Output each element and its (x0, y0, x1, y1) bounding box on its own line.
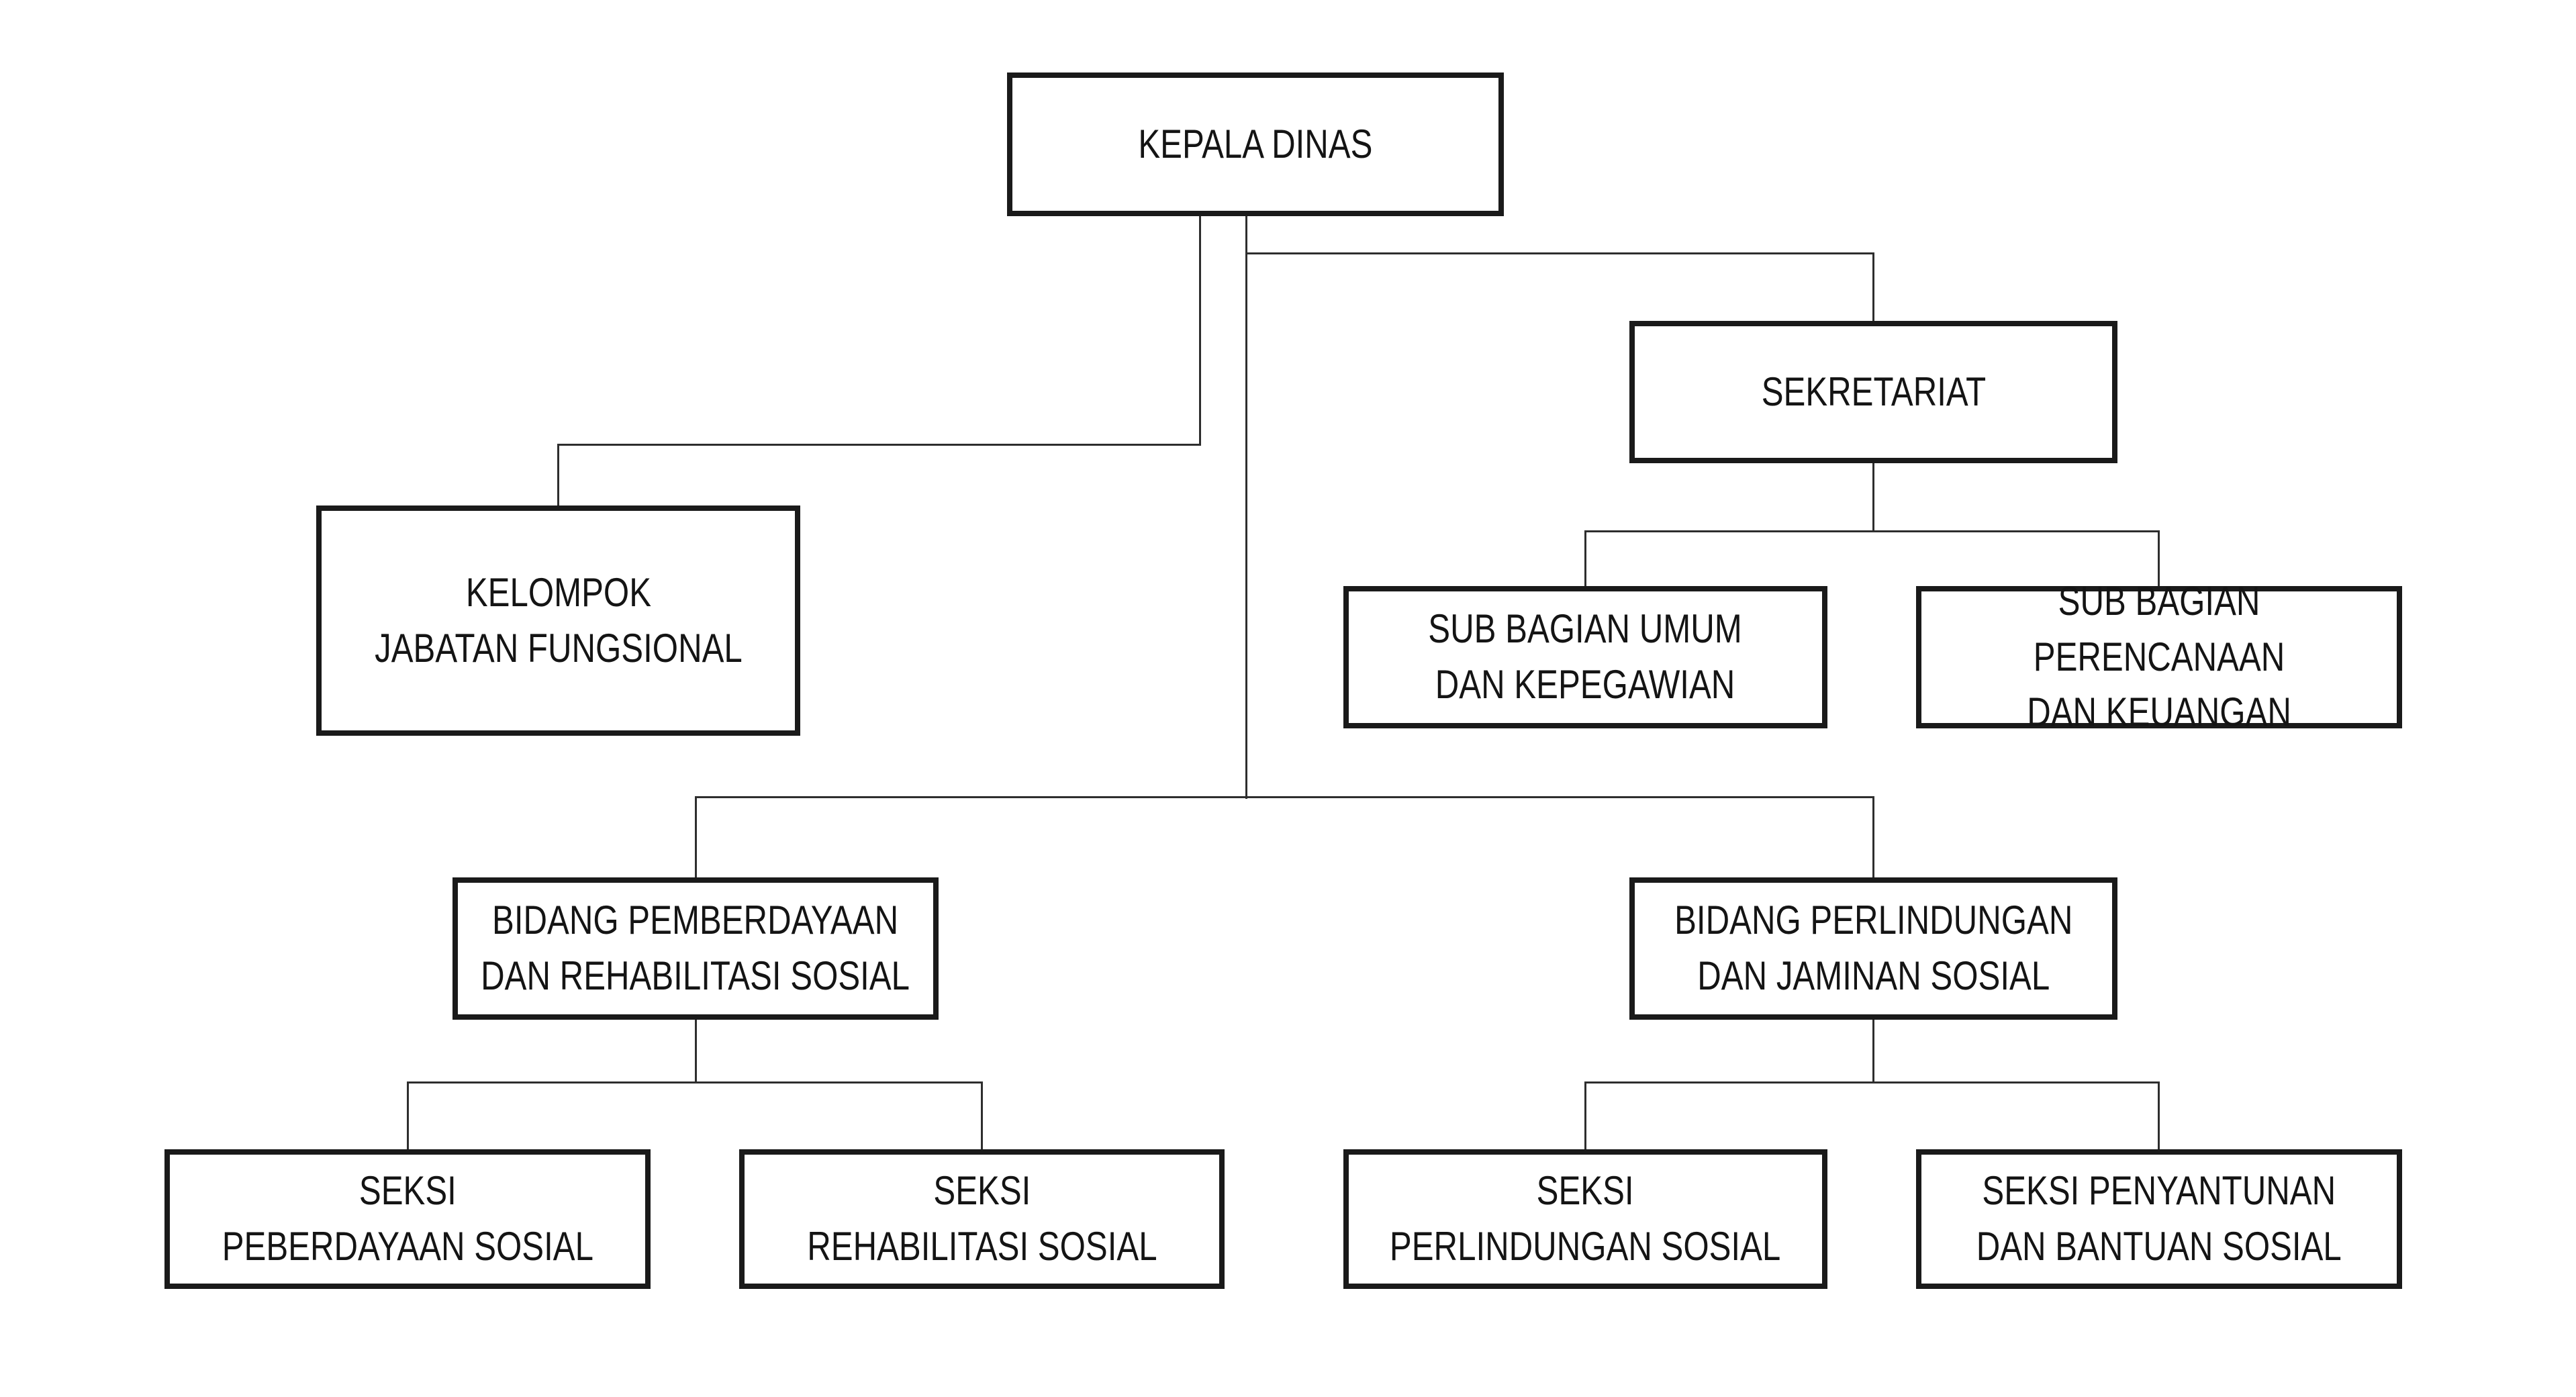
node-label: KEPALA DINAS (1138, 121, 1373, 166)
connector-to-seksi-rehabilitasi-drop (981, 1081, 983, 1150)
node-label: SEKSI REHABILITASI SOSIAL (806, 1168, 1157, 1269)
node-seksi-penyantunan-dan-bantuan-sosial: SEKSI PENYANTUNAN DAN BANTUAN SOSIAL (1916, 1149, 2402, 1289)
connector-to-seksi-peberdayaan-drop (407, 1081, 409, 1150)
connector-bidang-pemberdayaan-drop (695, 1019, 697, 1083)
connector-to-sub-umum-drop (1584, 530, 1586, 587)
node-label: SEKSI PEBERDAYAAN SOSIAL (222, 1168, 593, 1269)
connector-to-seksi-penyantunan-drop (2158, 1081, 2160, 1150)
node-kepala-dinas: KEPALA DINAS (1007, 73, 1504, 216)
connector-kepala-drop-center (1245, 215, 1247, 799)
node-sub-bagian-umum-dan-kepegawian: SUB BAGIAN UMUM DAN KEPEGAWIAN (1343, 586, 1827, 728)
connector-subbagian-horizontal (1584, 530, 2160, 532)
node-kelompok-jabatan-fungsional: KELOMPOK JABATAN FUNGSIONAL (316, 505, 800, 736)
node-seksi-perlindungan-sosial: SEKSI PERLINDUNGAN SOSIAL (1343, 1149, 1827, 1289)
node-label: SEKSI PERLINDUNGAN SOSIAL (1390, 1168, 1781, 1269)
connector-seksi-left-horizontal (407, 1081, 983, 1083)
connector-to-bidang-pemberdayaan-drop (695, 796, 697, 878)
node-seksi-peberdayaan-sosial: SEKSI PEBERDAYAAN SOSIAL (164, 1149, 651, 1289)
node-label: BIDANG PERLINDUNGAN DAN JAMINAN SOSIAL (1674, 898, 2073, 998)
node-sekretariat: SEKRETARIAT (1629, 321, 2117, 463)
node-label: KELOMPOK JABATAN FUNGSIONAL (374, 569, 743, 671)
connector-sekretariat-drop (1872, 463, 1874, 532)
connector-to-kelompok-horizontal (557, 444, 1201, 446)
node-sub-bagian-perencanaan-dan-keuangan: SUB BAGIAN PERENCANAAN DAN KEUANGAN (1916, 579, 2402, 734)
connector-to-seksi-perlindungan-drop (1584, 1081, 1586, 1150)
connector-bidang-perlindungan-drop (1872, 1019, 1874, 1083)
connector-to-bidang-perlindungan-drop (1872, 796, 1874, 878)
connector-seksi-right-horizontal (1584, 1081, 2160, 1083)
connector-bidang-horizontal (695, 796, 1874, 798)
node-label: SUB BAGIAN UMUM DAN KEPEGAWIAN (1428, 606, 1743, 707)
node-bidang-pemberdayaan-dan-rehabilitasi-sosial: BIDANG PEMBERDAYAAN DAN REHABILITASI SOS… (452, 877, 939, 1020)
connector-to-sekretariat-drop (1872, 252, 1874, 322)
node-bidang-perlindungan-dan-jaminan-sosial: BIDANG PERLINDUNGAN DAN JAMINAN SOSIAL (1629, 877, 2117, 1020)
node-label: SEKRETARIAT (1761, 369, 1986, 414)
node-label: SEKSI PENYANTUNAN DAN BANTUAN SOSIAL (1976, 1168, 2342, 1269)
connector-to-sub-perencanaan-drop (2158, 530, 2160, 587)
node-label: BIDANG PEMBERDAYAAN DAN REHABILITASI SOS… (481, 898, 910, 998)
connector-kepala-drop-left (1199, 215, 1201, 445)
node-seksi-rehabilitasi-sosial: SEKSI REHABILITASI SOSIAL (739, 1149, 1225, 1289)
connector-to-kelompok-drop (557, 444, 559, 506)
node-label: SUB BAGIAN PERENCANAAN DAN KEUANGAN (2027, 578, 2291, 735)
connector-to-sekretariat-horizontal (1245, 252, 1874, 254)
